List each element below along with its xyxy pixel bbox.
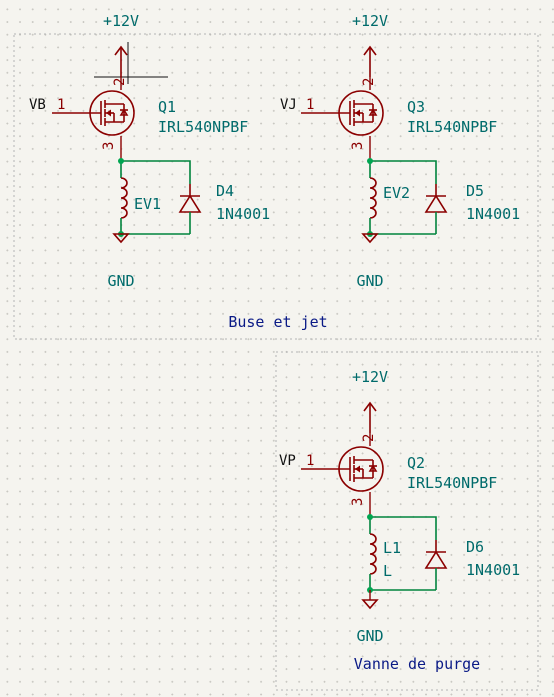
inductor-ev2-symbol — [369, 177, 377, 219]
source-pin-number: 3 — [350, 142, 366, 150]
net-label-vp: VP — [279, 453, 296, 469]
source-pin-number: 3 — [101, 142, 117, 150]
wire-drain-diode — [370, 160, 437, 184]
drain-pin-number: 2 — [361, 78, 377, 86]
wire-drain-diode — [121, 160, 191, 184]
power-flag-q3 — [363, 46, 377, 78]
ground-symbol — [362, 599, 378, 609]
diode-ref: D6 — [466, 538, 484, 556]
junction-dot — [118, 158, 124, 164]
drain-pin-number: 2 — [361, 434, 377, 442]
diode-value: 1N4001 — [466, 561, 520, 579]
inductor-ev1-symbol — [120, 177, 128, 219]
junction-dot — [367, 514, 373, 520]
channel-q1: +12V 2 VB 1 3 Q1 IRL540NPBF EV1 D4 1N400… — [29, 12, 270, 290]
ground-label: GND — [356, 272, 383, 290]
diode-value: 1N4001 — [216, 205, 270, 223]
inductor-l1-symbol — [369, 533, 377, 575]
mosfet-value: IRL540NPBF — [407, 474, 497, 492]
coil-ref: EV1 — [134, 195, 161, 213]
gate-pin-number: 1 — [306, 453, 314, 469]
mosfet-ref: Q1 — [158, 98, 176, 116]
channel-q3: +12V 2 VJ 1 3 Q3 IRL540NPBF EV2 D5 1N400… — [280, 12, 520, 290]
coil-ref: EV2 — [383, 184, 410, 202]
power-label: +12V — [352, 368, 388, 386]
junction-dot — [367, 158, 373, 164]
diode-d6-symbol — [425, 551, 447, 569]
diode-d4-symbol — [179, 195, 201, 213]
group-frame-buse-et-jet — [13, 33, 539, 340]
group-note-vanne-de-purge: Vanne de purge — [354, 655, 480, 673]
drain-pin-number: 2 — [112, 78, 128, 86]
mosfet-ref: Q3 — [407, 98, 425, 116]
diode-value: 1N4001 — [466, 205, 520, 223]
diode-ref: D5 — [466, 182, 484, 200]
gate-pin-number: 1 — [306, 97, 314, 113]
channel-q2: +12V 2 VP 1 3 Q2 IRL540NPBF L1 L D6 1N40… — [279, 368, 520, 645]
power-label: +12V — [103, 12, 139, 30]
source-pin-number: 3 — [350, 498, 366, 506]
net-label-vb: VB — [29, 97, 46, 113]
mosfet-ref: Q2 — [407, 454, 425, 472]
power-flag-q1: +12V — [103, 12, 139, 78]
gate-pin-number: 1 — [57, 97, 65, 113]
mosfet-value: IRL540NPBF — [407, 118, 497, 136]
mosfet-value: IRL540NPBF — [158, 118, 248, 136]
wire-drain-diode — [370, 516, 437, 540]
power-flag-q2 — [363, 402, 377, 434]
ground-label: GND — [356, 627, 383, 645]
power-label: +12V — [352, 12, 388, 30]
net-label-vj: VJ — [280, 97, 297, 113]
coil-value: L — [383, 562, 392, 580]
diode-d5-symbol — [425, 195, 447, 213]
coil-ref: L1 — [383, 539, 401, 557]
group-note-buse-et-jet: Buse et jet — [228, 313, 327, 331]
group-frame-vanne-de-purge — [275, 351, 539, 691]
diode-ref: D4 — [216, 182, 234, 200]
ground-label: GND — [107, 272, 134, 290]
